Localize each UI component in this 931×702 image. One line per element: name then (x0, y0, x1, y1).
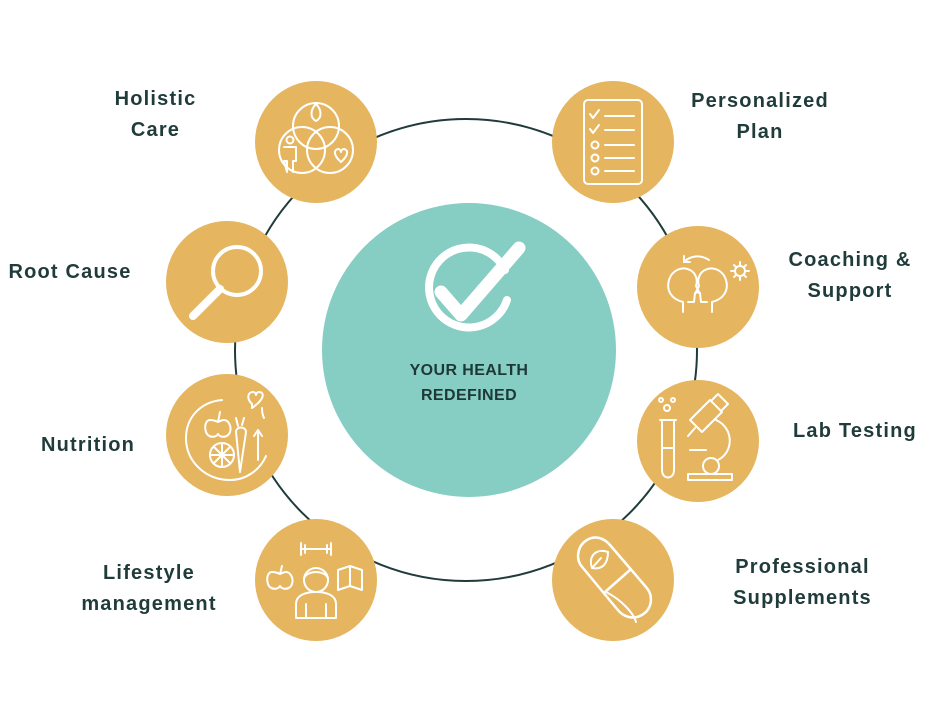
label-line: Lab Testing (793, 420, 917, 442)
label-line: Professional (735, 556, 870, 578)
label-lab-testing: Lab Testing (781, 416, 929, 447)
label-professional-supplements: Professional Supplements (715, 552, 890, 614)
label-line: Nutrition (40, 434, 136, 456)
node-root-cause (166, 221, 288, 343)
label-line: Lifestyle (103, 562, 195, 584)
node-nutrition (166, 374, 288, 496)
label-coaching-support: Coaching & Support (775, 245, 925, 307)
ring-line (234, 118, 698, 582)
microscope-test-tube-icon (658, 393, 733, 481)
node-coaching-support (637, 226, 759, 348)
label-line: Root Cause (8, 261, 132, 283)
magnifying-glass-icon (189, 245, 263, 320)
center-title-line-1: YOUR HEALTH (409, 362, 529, 379)
label-holistic-care: Holistic Care (98, 84, 213, 146)
label-line: Holistic (114, 88, 197, 110)
fruit-vegetables-icon (185, 391, 267, 481)
label-line: Care (130, 119, 181, 141)
label-lifestyle-management: Lifestyle management (64, 558, 234, 620)
center-title: YOUR HEALTH REDEFINED (369, 358, 569, 408)
capsule-leaf-icon (576, 536, 653, 623)
label-personalized-plan: Personalized Plan (676, 86, 844, 148)
node-lab-testing (637, 380, 759, 502)
venn-body-heart-icon (278, 102, 354, 174)
label-line: Plan (736, 121, 784, 143)
checkmark-circle-icon (425, 241, 526, 332)
two-heads-icon (667, 255, 750, 313)
node-professional-supplements (552, 519, 674, 641)
center-circle (322, 203, 616, 497)
label-line: Personalized (691, 90, 829, 112)
node-lifestyle-management (255, 519, 377, 641)
center-title-line-2: REDEFINED (420, 387, 518, 404)
label-line: Coaching & (788, 249, 912, 271)
label-nutrition: Nutrition (28, 430, 148, 461)
node-holistic-care (255, 81, 377, 203)
label-line: Supplements (733, 587, 872, 609)
label-line: Support (807, 280, 893, 302)
label-line: management (81, 593, 217, 615)
checklist-icon (583, 99, 643, 185)
person-dumbbell-book-icon (266, 542, 363, 619)
node-personalized-plan (552, 81, 674, 203)
label-root-cause: Root Cause (0, 257, 140, 288)
